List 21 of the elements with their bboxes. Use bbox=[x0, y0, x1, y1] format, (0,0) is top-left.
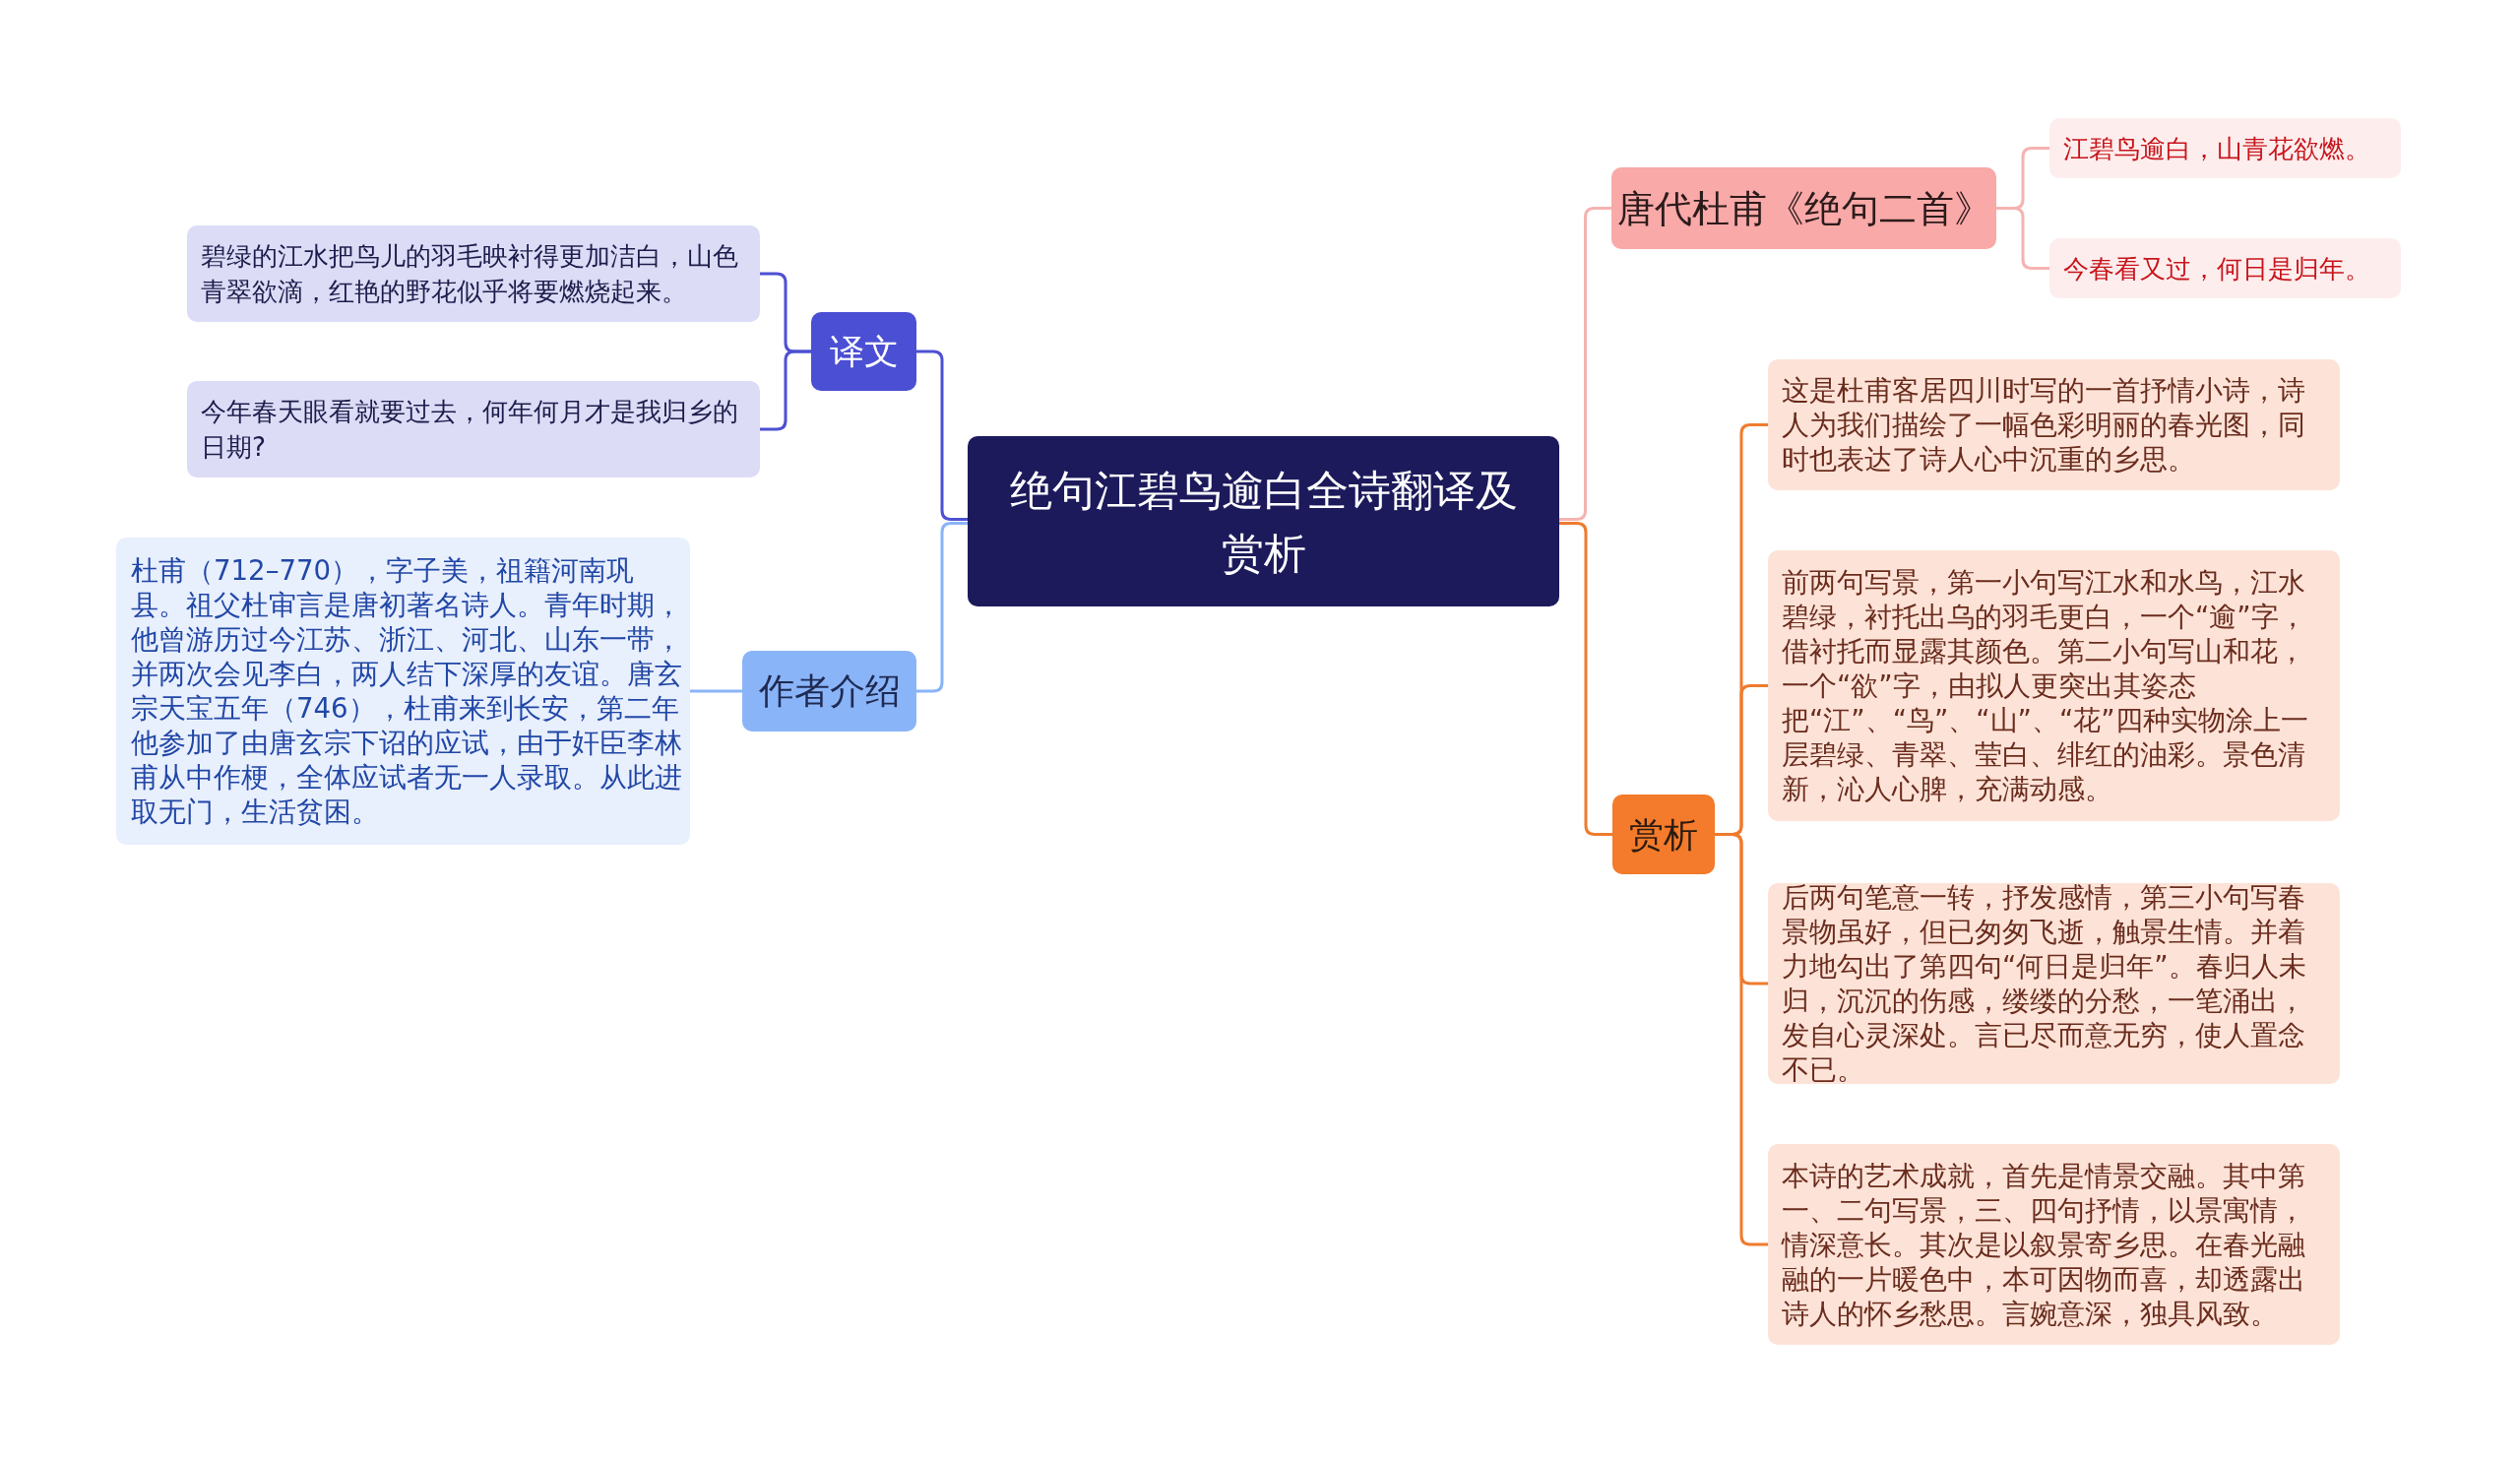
connector-line bbox=[1559, 207, 1611, 521]
note-box: 碧绿的江水把鸟儿的羽毛映衬得更加洁白，山色青翠欲滴，红艳的野花似乎将要燃烧起来。 bbox=[187, 225, 760, 322]
branch-topic-box: 作者介绍 bbox=[742, 651, 916, 732]
branch-topic-box: 译文 bbox=[811, 312, 916, 391]
connector-line bbox=[1715, 423, 1768, 1246]
branch-topic-box: 唐代杜甫《绝句二首》 bbox=[1611, 167, 1996, 249]
note-box: 前两句写景，第一小句写江水和水鸟，江水碧绿，衬托出乌的羽毛更白，一个“逾”字，借衬托而显露其颜色。第二小句写山和花，一个“欲”字，由拟人更突出其姿态把“江”、“鸟”、“山”、“花”四种实物涂上一层碧绿、青翠、莹白、绯红的油彩。景色清新，沁人心脾，充满动感。 bbox=[1768, 550, 2340, 821]
branch-topic-box: 赏析 bbox=[1612, 795, 1715, 874]
note-box: 今春看又过，何日是归年。 bbox=[2049, 238, 2401, 298]
note-box: 本诗的艺术成就，首先是情景交融。其中第一、二句写景，三、四句抒情，以景寓情，情深意长。其次是以叙景寄乡思。在春光融融的一片暖色中，本可因物而喜，却透露出诗人的怀乡愁思。言婉意深，独具风致。 bbox=[1768, 1144, 2340, 1345]
connector-line bbox=[916, 522, 968, 693]
note-box: 这是杜甫客居四川时写的一首抒情小诗，诗人为我们描绘了一幅色彩明丽的春光图，同时也表达了诗人心中沉重的乡思。 bbox=[1768, 359, 2340, 490]
connector-line bbox=[690, 689, 742, 693]
note-box: 江碧鸟逾白，山青花欲燃。 bbox=[2049, 118, 2401, 178]
root-topic-box: 绝句江碧鸟逾白全诗翻译及赏析 bbox=[968, 436, 1559, 606]
note-box: 后两句笔意一转，抒发感情，第三小句写春景物虽好，但已匆匆飞逝，触景生情。并着力地勾出了第四句“何日是归年”。春归人未归，沉沉的伤感，缕缕的分愁，一笔涌出，发自心灵深处。言已尽而意无穷，使人置念不已。 bbox=[1768, 883, 2340, 1084]
connector-line bbox=[916, 350, 968, 521]
connector-line bbox=[760, 272, 811, 431]
note-box: 今年春天眼看就要过去，何年何月才是我归乡的日期? bbox=[187, 381, 760, 477]
note-box: 杜甫（712–770），字子美，祖籍河南巩县。祖父杜审言是唐初著名诗人。青年时期，他曾游历过今江苏、浙江、河北、山东一带，并两次会见李白，两人结下深厚的友谊。唐玄宗天宝五年（746），杜甫来到长安，第二年他参加了由唐玄宗下诏的应试，由于奸臣李林甫从中作梗，全体应试者无一人录取。从此进取无门，生活贫困。 bbox=[116, 538, 690, 845]
connector-line bbox=[1559, 522, 1612, 836]
